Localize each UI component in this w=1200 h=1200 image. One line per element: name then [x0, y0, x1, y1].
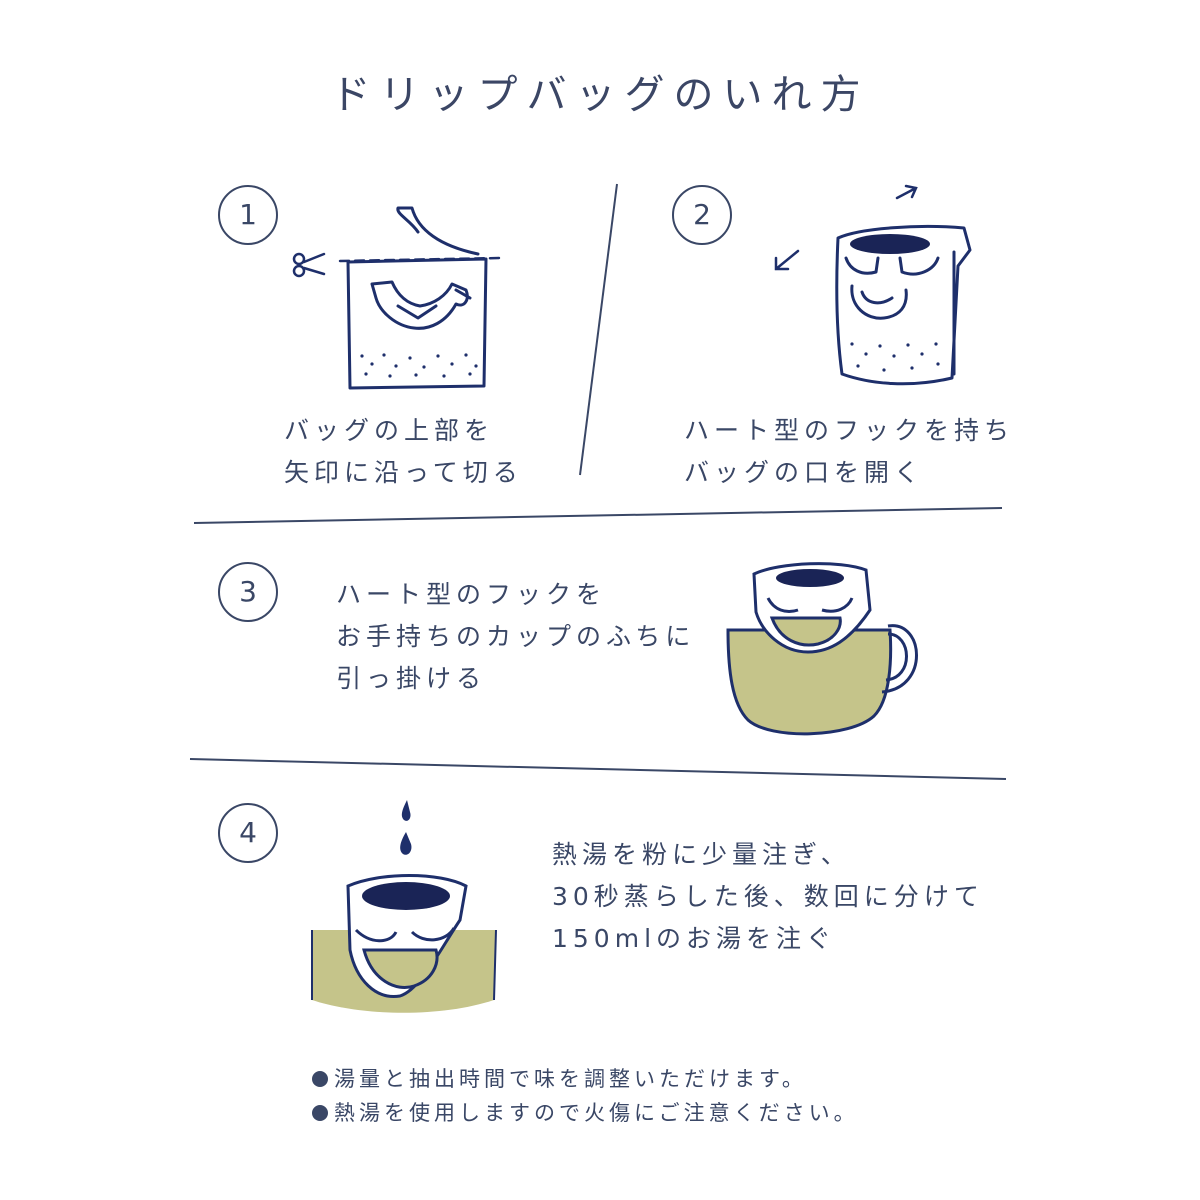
step-3-number: 3 — [218, 562, 278, 622]
step-3-line-1: ハート型のフックを — [336, 580, 607, 609]
step-2-number: 2 — [672, 185, 732, 245]
step-2-line-2: バッグの口を開く — [684, 458, 925, 487]
note-item: 湯量と抽出時間で味を調整いただけます。 — [312, 1062, 859, 1096]
step-4-number: 4 — [218, 803, 278, 863]
step4-pour-illustration — [311, 800, 497, 1013]
note-text: 熱湯を使用しますので火傷にご注意ください。 — [334, 1101, 859, 1125]
note-item: 熱湯を使用しますので火傷にご注意ください。 — [312, 1096, 859, 1130]
arrow-up-right-icon — [895, 184, 918, 200]
notes: 湯量と抽出時間で味を調整いただけます。 熱湯を使用しますので火傷にご注意ください… — [312, 1062, 859, 1130]
scissors-icon — [292, 252, 326, 278]
water-drop-icon — [400, 832, 412, 855]
step-1-line-1: バッグの上部を — [284, 416, 495, 445]
step-1-number: 1 — [218, 185, 278, 245]
divider-horizontal-2 — [189, 758, 1007, 780]
step-1-text: バッグの上部を 矢印に沿って切る — [284, 410, 523, 494]
bullet-icon — [312, 1071, 328, 1087]
arrow-down-left-icon — [774, 249, 800, 271]
note-text: 湯量と抽出時間で味を調整いただけます。 — [334, 1067, 807, 1091]
step-1-line-2: 矢印に沿って切る — [284, 458, 523, 487]
step-4-text: 熱湯を粉に少量注ぎ、 30秒蒸らした後、数回に分けて 150mlのお湯を注ぐ — [552, 834, 984, 960]
step2-open-bag-illustration — [835, 224, 972, 386]
step-4-line-1: 熱湯を粉に少量注ぎ、 — [552, 840, 851, 869]
water-drop-icon — [401, 800, 411, 821]
step3-mug-illustration — [726, 562, 918, 736]
divider-vertical — [579, 183, 618, 476]
step-3-line-2: お手持ちのカップのふちに — [336, 622, 696, 651]
step-3-line-3: 引っ掛ける — [336, 664, 487, 693]
divider-horizontal-1 — [193, 507, 1003, 524]
step-3-text: ハート型のフックを お手持ちのカップのふちに 引っ掛ける — [336, 574, 695, 700]
step-2-line-1: ハート型のフックを持ち — [684, 416, 1015, 445]
bullet-icon — [312, 1105, 328, 1121]
step-4-line-2: 30秒蒸らした後、数回に分けて — [552, 882, 984, 911]
step-2-text: ハート型のフックを持ち バッグの口を開く — [684, 410, 1014, 494]
step-4-line-3: 150mlのお湯を注ぐ — [552, 924, 837, 953]
step1-drip-bag-illustration — [338, 206, 502, 390]
page-title: ドリップバッグのいれ方 — [330, 72, 870, 118]
